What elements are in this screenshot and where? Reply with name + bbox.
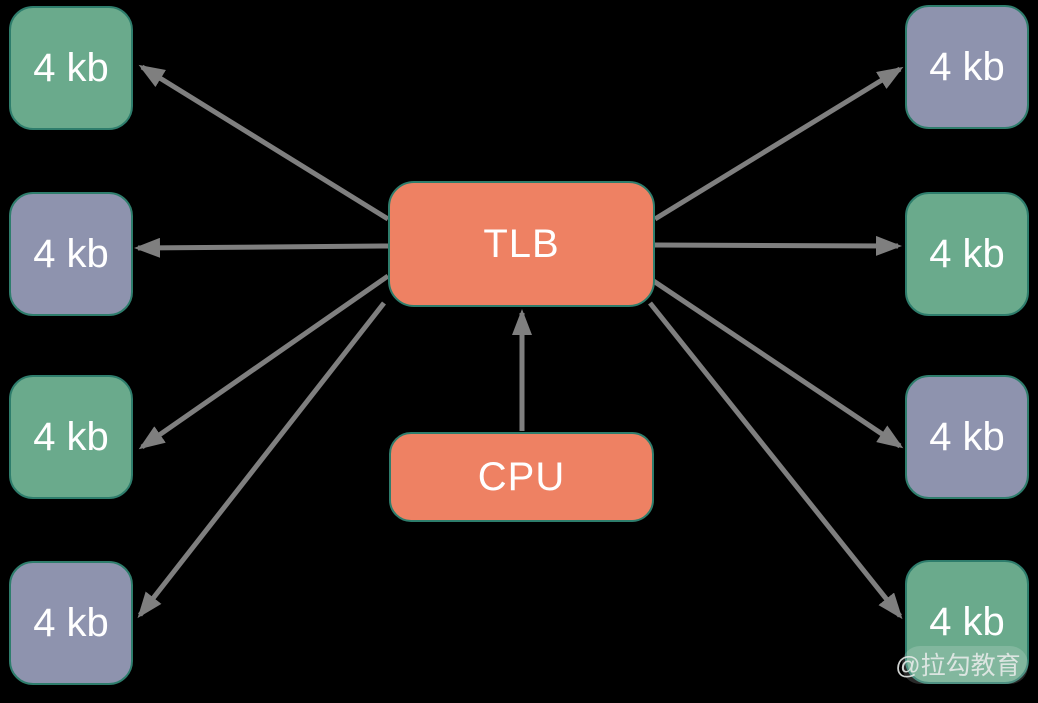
- page-box-left-3: 4 kb: [9, 375, 133, 499]
- page-box-right-4: 4 kb: [905, 560, 1029, 684]
- page-box-left-2: 4 kb: [9, 192, 133, 316]
- tlb-label: TLB: [483, 221, 560, 266]
- arrow-tlb-to-left-3: [138, 273, 390, 450]
- page-box-right-2: 4 kb: [905, 192, 1029, 316]
- arrow-tlb-to-right-3: [650, 277, 904, 449]
- arrow-tlb-to-left-4: [137, 301, 386, 619]
- page-label: 4 kb: [33, 231, 109, 276]
- page-label: 4 kb: [929, 231, 1005, 276]
- page-label: 4 kb: [33, 414, 109, 459]
- watermark-background: [902, 646, 1028, 684]
- arrow-tlb-to-right-1: [653, 66, 904, 222]
- cpu-label: CPU: [477, 454, 566, 499]
- arrow-tlb-to-left-2: [134, 237, 389, 258]
- page-box-right-1: 4 kb: [905, 5, 1029, 129]
- tlb-box: TLB: [388, 181, 655, 307]
- page-box-left-1: 4 kb: [9, 6, 133, 130]
- page-label: 4 kb: [929, 599, 1005, 644]
- page-label: 4 kb: [33, 45, 109, 90]
- watermark-text: @拉勾教育: [895, 652, 1021, 680]
- cpu-box: CPU: [389, 432, 654, 522]
- page-box-right-3: 4 kb: [905, 375, 1029, 499]
- page-label: 4 kb: [33, 600, 109, 645]
- page-box-left-4: 4 kb: [9, 561, 133, 685]
- arrow-tlb-to-left-1: [138, 64, 390, 222]
- page-label: 4 kb: [929, 44, 1005, 89]
- page-label: 4 kb: [929, 414, 1005, 459]
- arrow-tlb-to-right-2: [654, 235, 902, 256]
- arrow-tlb-to-right-4: [648, 301, 903, 620]
